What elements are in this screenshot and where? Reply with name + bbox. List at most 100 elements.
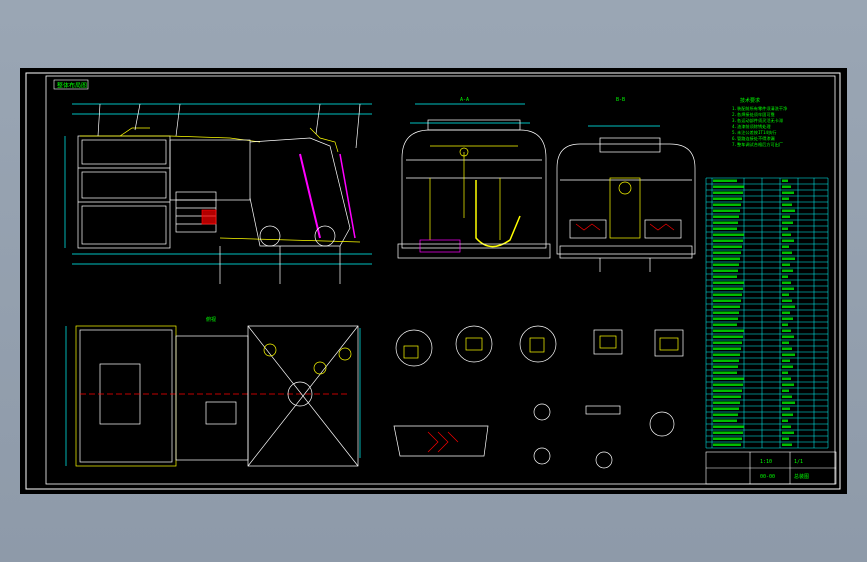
table-cell-fill bbox=[782, 215, 790, 218]
table-cell-fill bbox=[713, 251, 741, 254]
table-cell-fill bbox=[782, 323, 788, 326]
table-cell-fill bbox=[713, 227, 737, 230]
table-cell-fill bbox=[782, 413, 793, 416]
table-cell-fill bbox=[713, 347, 741, 350]
view-label-top: 俯视 bbox=[206, 316, 216, 323]
table-cell-fill bbox=[782, 311, 790, 314]
table-cell-fill bbox=[713, 215, 739, 218]
table-cell-fill bbox=[782, 221, 793, 224]
table-cell-fill bbox=[713, 179, 737, 182]
table-cell-fill bbox=[782, 191, 794, 194]
title-block bbox=[705, 451, 837, 485]
table-cell-fill bbox=[782, 389, 789, 392]
table-cell-fill bbox=[782, 281, 791, 284]
table-cell-fill bbox=[713, 377, 744, 380]
table-cell-fill bbox=[782, 257, 795, 260]
side-end-view bbox=[556, 125, 696, 272]
table-cell-fill bbox=[713, 425, 744, 428]
table-cell-fill bbox=[782, 209, 795, 212]
table-cell-fill bbox=[713, 413, 738, 416]
table-cell-fill bbox=[713, 209, 740, 212]
table-cell-fill bbox=[713, 401, 740, 404]
table-cell-fill bbox=[782, 395, 792, 398]
table-cell-fill bbox=[782, 335, 794, 338]
table-cell-fill bbox=[782, 317, 793, 320]
view-label-side: B-B bbox=[616, 97, 625, 103]
table-cell-fill bbox=[782, 377, 791, 380]
table-cell-fill bbox=[713, 245, 742, 248]
table-cell-fill bbox=[713, 383, 743, 386]
table-cell-fill bbox=[782, 347, 792, 350]
table-cell-fill bbox=[782, 431, 794, 434]
table-cell-fill bbox=[782, 383, 794, 386]
table-cell-fill bbox=[782, 359, 790, 362]
table-cell-fill bbox=[782, 353, 795, 356]
note-line: 4.油漆前须除锈处理 bbox=[732, 123, 771, 130]
table-cell-fill bbox=[782, 287, 794, 290]
title-block-scale: 1:10 bbox=[760, 459, 772, 465]
table-cell-fill bbox=[713, 293, 742, 296]
rear-end-view bbox=[397, 103, 551, 259]
parts-list-table bbox=[705, 177, 829, 449]
table-cell-fill bbox=[713, 299, 741, 302]
table-cell-fill bbox=[713, 407, 739, 410]
title-block-sheet: 1/1 bbox=[794, 459, 803, 465]
table-cell-fill bbox=[713, 353, 740, 356]
table-cell-fill bbox=[782, 275, 788, 278]
table-cell-fill bbox=[713, 443, 741, 446]
table-cell-fill bbox=[782, 299, 792, 302]
table-cell-fill bbox=[782, 269, 793, 272]
table-cell-fill bbox=[782, 407, 790, 410]
table-cell-fill bbox=[713, 431, 743, 434]
note-line: 5.未注公差按IT14执行 bbox=[732, 129, 776, 136]
table-cell-fill bbox=[713, 335, 743, 338]
outer-border bbox=[25, 72, 841, 490]
table-cell-fill bbox=[713, 263, 739, 266]
frame-label-box bbox=[53, 79, 89, 90]
cad-drawing: 整体布局图 bbox=[25, 72, 841, 490]
table-cell-fill bbox=[782, 293, 789, 296]
table-cell-fill bbox=[782, 233, 791, 236]
table-cell-fill bbox=[782, 245, 789, 248]
table-cell-fill bbox=[782, 425, 791, 428]
table-cell-fill bbox=[713, 257, 740, 260]
note-line: 3.各运动部件须灵活无卡滞 bbox=[732, 117, 783, 124]
table-cell-fill bbox=[713, 281, 744, 284]
table-cell-fill bbox=[782, 365, 793, 368]
side-elevation-view bbox=[64, 103, 372, 284]
table-cell-fill bbox=[782, 179, 788, 182]
table-cell-fill bbox=[713, 311, 739, 314]
plan-view bbox=[65, 325, 361, 467]
table-cell-fill bbox=[782, 227, 788, 230]
table-cell-fill bbox=[713, 389, 742, 392]
table-cell-fill bbox=[782, 185, 791, 188]
table-cell-fill bbox=[713, 197, 742, 200]
table-cell-fill bbox=[713, 203, 741, 206]
table-cell-fill bbox=[782, 443, 792, 446]
table-cell-fill bbox=[713, 221, 738, 224]
note-line: 1.装配前所有零件须清洗干净 bbox=[732, 105, 787, 112]
note-line: 7.整车调试合格后方可出厂 bbox=[732, 141, 783, 148]
table-cell-fill bbox=[782, 239, 794, 242]
table-cell-fill bbox=[782, 419, 788, 422]
table-cell-fill bbox=[713, 323, 737, 326]
note-line: 2.各焊接处须牢固可靠 bbox=[732, 111, 775, 118]
title-block-title: 总装图 bbox=[794, 473, 809, 480]
table-cell-fill bbox=[782, 263, 790, 266]
table-cell-fill bbox=[782, 251, 792, 254]
table-cell-fill bbox=[713, 341, 742, 344]
view-label-front: A-A bbox=[460, 97, 469, 103]
detail-views bbox=[393, 325, 684, 469]
table-cell-fill bbox=[713, 395, 741, 398]
table-cell-fill bbox=[713, 269, 738, 272]
frame-label: 整体布局图 bbox=[57, 82, 87, 90]
table-cell-fill bbox=[713, 437, 742, 440]
table-cell-fill bbox=[782, 329, 791, 332]
table-cell-fill bbox=[782, 401, 795, 404]
table-cell-fill bbox=[713, 329, 744, 332]
inner-border bbox=[45, 75, 836, 485]
note-line: 6.管路连接处不得渗漏 bbox=[732, 135, 775, 142]
cad-drawing-canvas[interactable]: 整体布局图 bbox=[20, 68, 847, 494]
table-cell-fill bbox=[713, 185, 744, 188]
table-cell-fill bbox=[713, 365, 738, 368]
